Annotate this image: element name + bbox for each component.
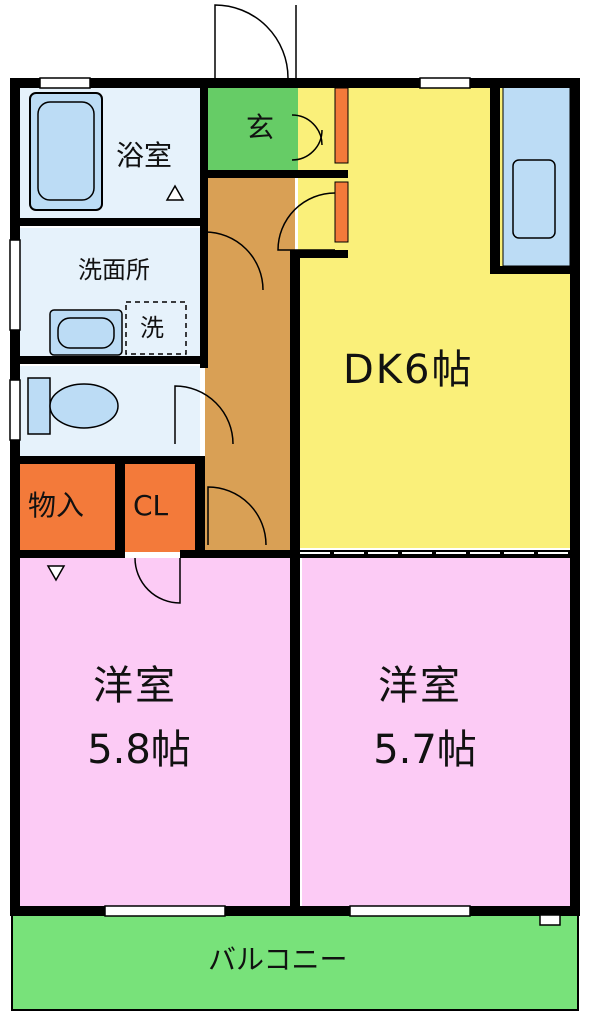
bathtub-inner bbox=[37, 101, 95, 201]
bath-door-arrow bbox=[165, 184, 185, 201]
hallway-floor bbox=[205, 175, 295, 555]
entrance-cabinet bbox=[334, 181, 349, 243]
closet-floor bbox=[125, 464, 195, 552]
washer-space bbox=[125, 301, 187, 355]
western1-floor bbox=[20, 558, 292, 908]
balcony-floor bbox=[11, 914, 579, 1011]
windows bbox=[9, 77, 561, 926]
storage-floor bbox=[20, 464, 115, 552]
fridge bbox=[512, 159, 556, 239]
storage-door-arrow bbox=[46, 565, 66, 582]
shoe-cabinet bbox=[334, 87, 349, 164]
toilet-bowl bbox=[49, 383, 119, 429]
western2-floor bbox=[302, 558, 570, 908]
toilet-tank bbox=[27, 377, 51, 435]
door-swings bbox=[134, 4, 336, 604]
sink-basin bbox=[57, 317, 115, 349]
walls bbox=[10, 78, 580, 916]
